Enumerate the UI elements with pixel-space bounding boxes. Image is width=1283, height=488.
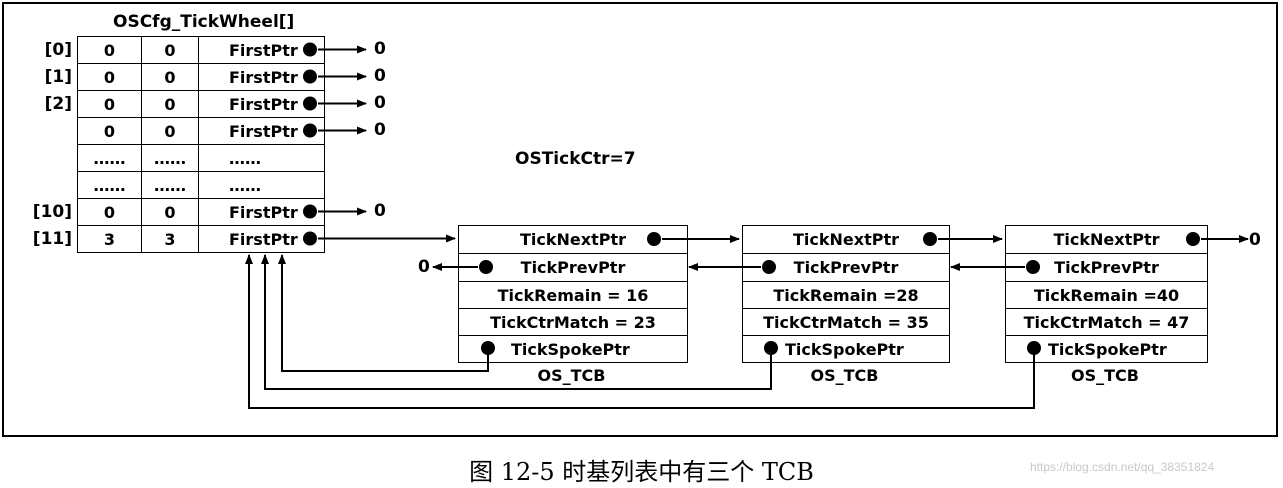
null-target-label: 0 (374, 200, 386, 221)
tickprevptr-dot (762, 260, 776, 274)
wheel-value-cell: 0 (77, 90, 142, 118)
firstptr-dot (303, 231, 317, 246)
diagram-frame (2, 2, 1278, 437)
tickprevptr-dot (1026, 260, 1040, 274)
firstptr-dot (303, 96, 317, 111)
tcb-type-label: OS_TCB (1071, 366, 1139, 385)
null-target-label: 0 (374, 92, 386, 113)
tcb-field-match: TickCtrMatch = 35 (742, 308, 950, 336)
tickspokeptr-arrow (245, 254, 1035, 409)
wheel-index-label: [0] (44, 40, 72, 60)
ticknextptr-dot (923, 232, 937, 246)
tcb-field-next: TickNextPtr (1005, 225, 1208, 254)
null-target-label: 0 (374, 65, 386, 86)
firstptr-dot (303, 69, 317, 84)
wheel-value-cell: …… (141, 144, 199, 172)
wheel-index-label: [1] (44, 67, 72, 87)
wheel-value-cell: …… (77, 171, 142, 199)
watermark: https://blog.csdn.net/qq_38351824 (1030, 460, 1215, 474)
tcb-type-label: OS_TCB (537, 366, 606, 385)
figure-caption: 图 12-5 时基列表中有三个 TCB (469, 458, 814, 486)
wheel-firstptr-cell: FirstPtr (198, 63, 325, 91)
tcb-field-remain: TickRemain =40 (1005, 281, 1208, 309)
tcb-field-prev: TickPrevPtr (1005, 253, 1208, 282)
firstptr-dot (303, 42, 317, 57)
wheel-value-cell: 0 (77, 117, 142, 145)
tcb-field-match: TickCtrMatch = 47 (1005, 308, 1208, 336)
tickspokeptr-arrow (278, 254, 489, 372)
wheel-firstptr-cell: …… (198, 144, 325, 172)
null-target-label: 0 (374, 119, 386, 140)
null-next-label: 0 (1249, 230, 1261, 250)
tickspokeptr-arrow (261, 254, 772, 390)
wheel-value-cell: …… (141, 171, 199, 199)
wheel-index-label: [11] (32, 229, 72, 249)
ticknextptr-dot (647, 232, 661, 246)
wheel-index-label: [2] (44, 94, 72, 114)
wheel-index-label: [10] (32, 202, 72, 222)
ticknextptr-dot (1186, 232, 1200, 246)
wheel-value-cell: 0 (141, 198, 199, 226)
tcb-field-spoke: TickSpokePtr (1005, 335, 1208, 363)
tickprevptr-dot (479, 260, 493, 274)
tick-counter-label: OSTickCtr=7 (515, 149, 636, 169)
null-prev-label: 0 (418, 257, 430, 277)
null-target-label: 0 (374, 38, 386, 59)
wheel-title: OSCfg_TickWheel[] (113, 12, 295, 32)
tcb-field-spoke: TickSpokePtr (458, 335, 688, 363)
tcb-type-label: OS_TCB (810, 366, 879, 385)
firstptr-dot (303, 123, 317, 138)
wheel-value-cell: 0 (77, 63, 142, 91)
firstptr-dot (303, 204, 317, 219)
